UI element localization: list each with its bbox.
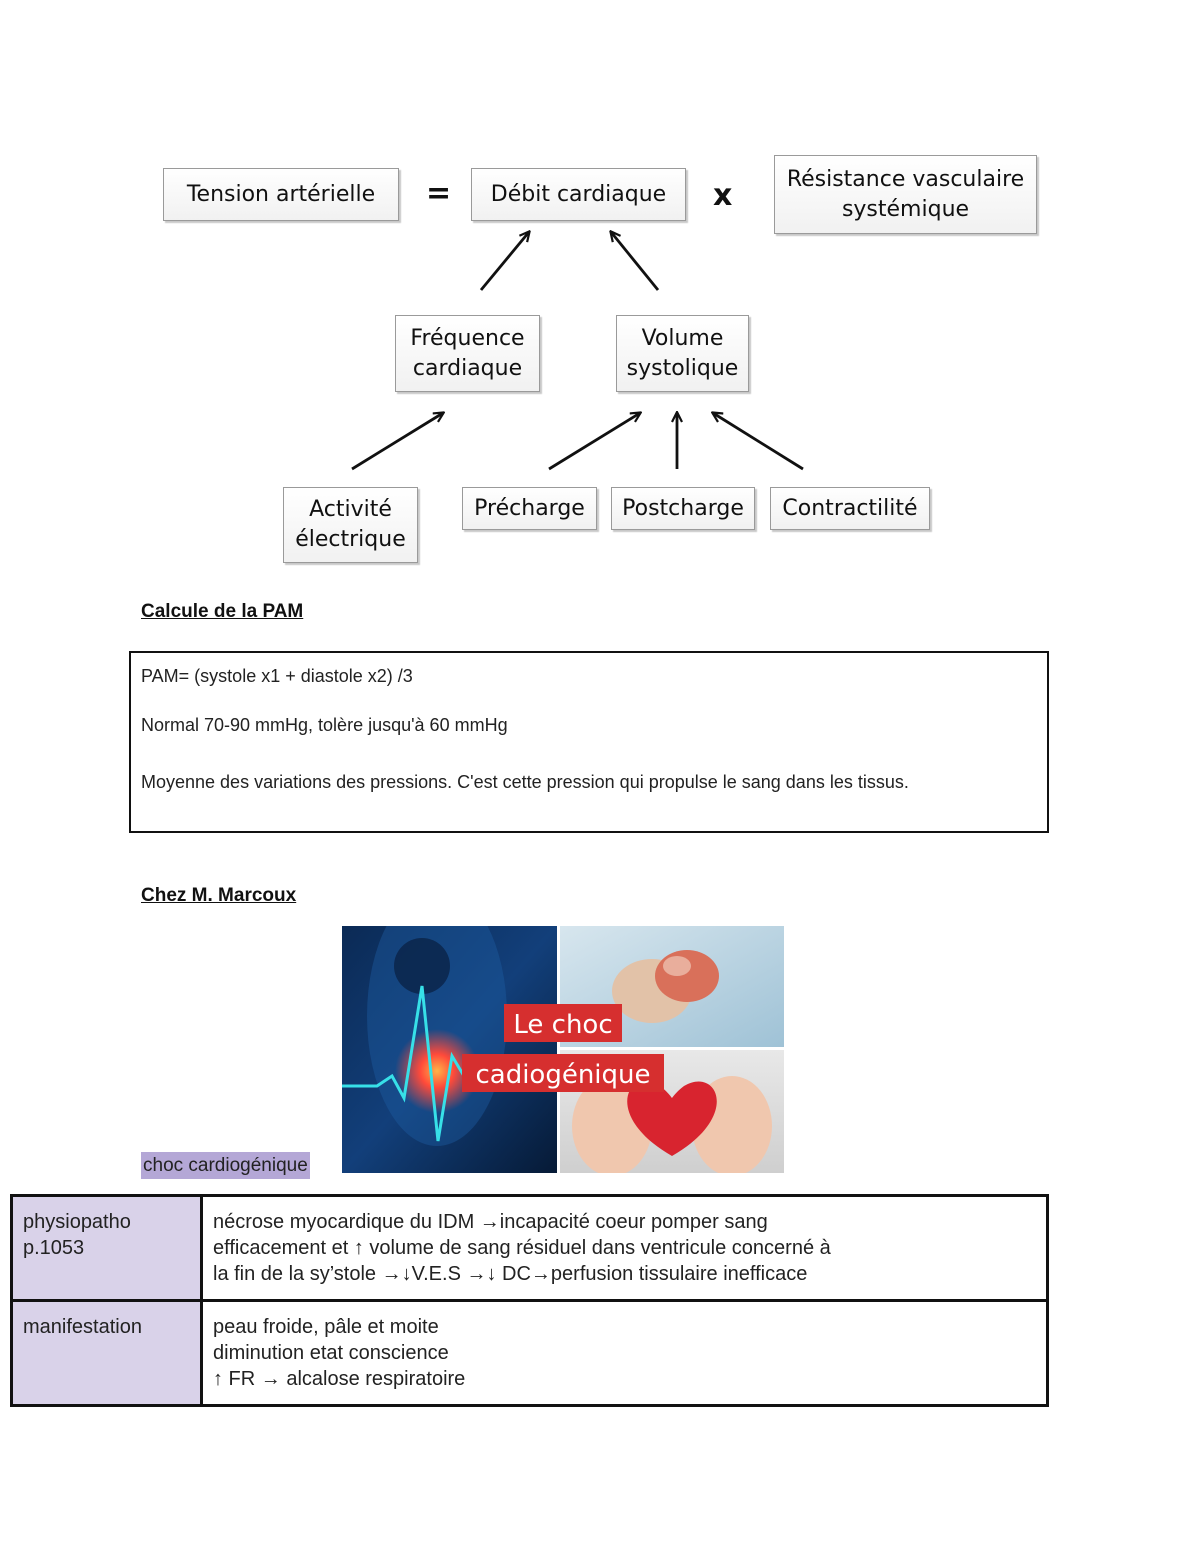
pam-description: Moyenne des variations des pressions. C'… [141,772,909,792]
pam-formula: PAM= (systole x1 + diastole x2) /3 [141,666,413,686]
frequence-cardiaque-box: Fréquence cardiaque [395,315,540,392]
pam-box: PAM= (systole x1 + diastole x2) /3 Norma… [129,651,1049,833]
arrow-volume-to-debit [611,232,660,291]
tension-arterielle-box: Tension artérielle [163,168,399,221]
postcharge-box: Postcharge [611,487,755,530]
table-row: physiopatho p.1053 nécrose myocardique d… [10,1194,1049,1302]
row-value-manifestation: peau froide, pâle et moite diminution et… [200,1299,1049,1407]
precharge-label: Précharge [474,495,585,521]
marcoux-heading: Chez M. Marcoux [141,885,297,906]
activite-electrique-box: Activité électrique [283,487,418,563]
row-label-line: p.1053 [23,1237,85,1259]
volume-label-line1: Volume [641,325,724,351]
activite-label-line2: électrique [295,527,406,552]
row-label-manifestation: manifestation [10,1299,203,1407]
cardiogenic-shock-image: Le choc cadiogénique [342,926,784,1173]
frequence-label-line2: cardiaque [412,355,523,381]
contractilite-label: Contractilité [782,495,918,521]
resistance-label-line1: Résistance vasculaire [786,166,1025,192]
row-value-line: la fin de la sy’stole →↓V.E.S →↓ DC→perf… [213,1263,808,1285]
row-label-line: physiopatho [23,1211,131,1233]
arrow-contractilite-to-volume [713,413,804,471]
image-title-line2: cadiogénique [475,1060,650,1090]
diagram-arrows [351,0,804,471]
title-banner-2 [462,1054,664,1092]
debit-cardiaque-label: Débit cardiaque [490,181,667,207]
row-value-line: nécrose myocardique du IDM →incapacité c… [213,1211,768,1233]
equals-sign: = [426,176,452,211]
multiply-sign: x [713,178,733,213]
debit-cardiaque-box: Débit cardiaque [471,168,686,221]
volume-label-line2: systolique [626,355,739,381]
frequence-label-line1: Fréquence [410,325,525,351]
choc-cardiogenique-caption: choc cardiogénique [141,1152,310,1179]
postcharge-label: Postcharge [622,495,744,521]
arrow-activite-to-frequence [351,413,443,471]
arrow-precharge-to-volume [548,413,640,471]
table-row: manifestation peau froide, pâle et moite… [10,1299,1049,1407]
contractilite-box: Contractilité [770,487,930,530]
title-banner-1 [504,1004,622,1042]
pam-heading: Calcule de la PAM [141,601,304,622]
resistance-label-line2: systémique [841,196,970,222]
row-value-line: ↑ FR → alcalose respiratoire [213,1368,466,1390]
image-title-line1: Le choc [513,1010,612,1040]
tension-arterielle-label: Tension artérielle [186,181,376,207]
row-label-physiopatho: physiopatho p.1053 [10,1194,203,1302]
row-value-line: efficacement et ↑ volume de sang résidue… [213,1237,831,1259]
precharge-box: Précharge [462,487,597,530]
row-value-line: diminution etat conscience [213,1342,449,1364]
row-value-line: peau froide, pâle et moite [213,1316,439,1338]
info-table: physiopatho p.1053 nécrose myocardique d… [10,1194,1049,1407]
resistance-box: Résistance vasculaire systémique [774,155,1037,234]
volume-systolique-box: Volume systolique [616,315,749,392]
arrow-frequence-to-debit [479,232,529,291]
pam-normal-range: Normal 70-90 mmHg, tolère jusqu'à 60 mmH… [141,715,508,735]
row-value-physiopatho: nécrose myocardique du IDM →incapacité c… [200,1194,1049,1302]
row-label-line: manifestation [23,1316,142,1338]
activite-label-line1: Activité [309,497,392,523]
